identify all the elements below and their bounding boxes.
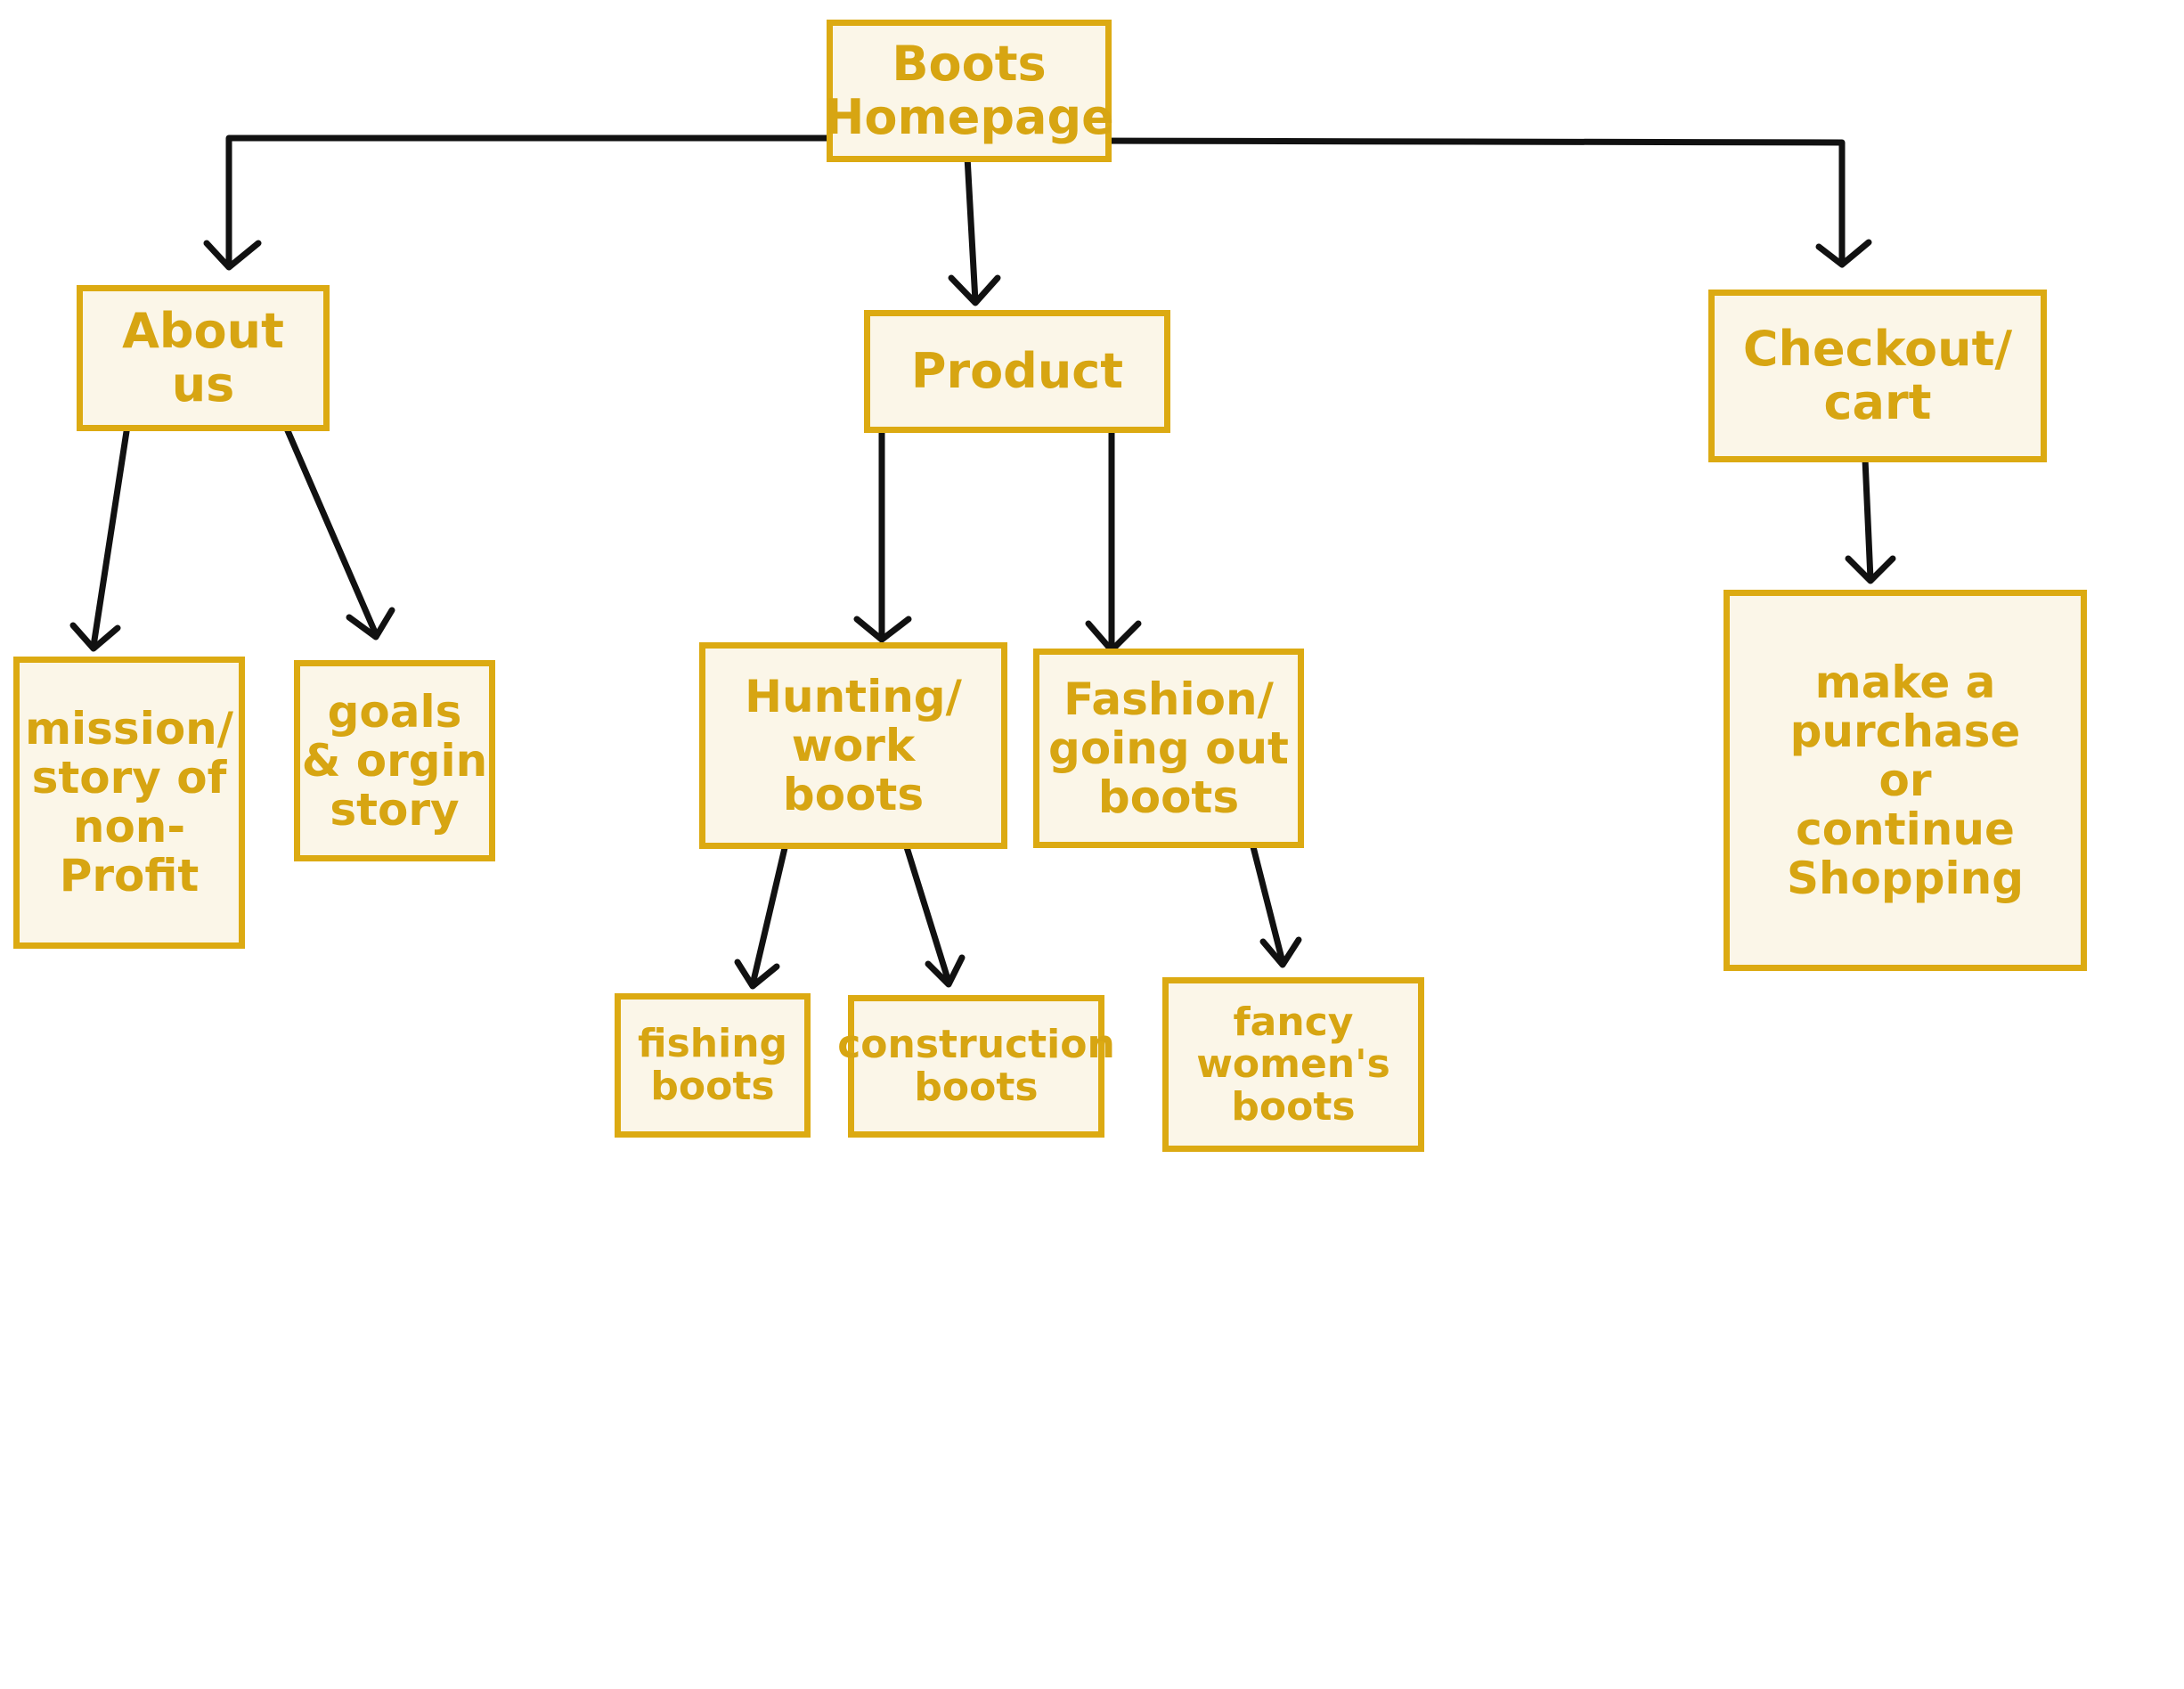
edge-checkout-purchase — [1845, 436, 1896, 584]
node-label-line: Product — [910, 342, 1124, 399]
node-label-line: story of — [31, 752, 227, 804]
edge-about-mission — [69, 411, 133, 652]
node-label-line: About — [122, 302, 284, 359]
edge-hunting-fishing — [734, 829, 792, 990]
node-label-line: goals — [327, 685, 462, 738]
node-label-line: boots — [650, 1064, 775, 1109]
edge-product-fashion — [1085, 413, 1142, 654]
node-make-purchase: make a purchase or continue Shopping — [1724, 590, 2087, 971]
node-fishing-boots: fishing boots — [615, 993, 811, 1138]
node-product: Product — [864, 310, 1170, 433]
node-label-line: Hunting/ — [745, 670, 962, 722]
edge-homepage-product — [948, 137, 1001, 306]
edge-product-hunting — [853, 415, 912, 643]
node-checkout-cart: Checkout/ cart — [1708, 290, 2047, 462]
node-fancy-womens-boots: fancy women's boots — [1162, 977, 1424, 1152]
edge-hunting-construction — [899, 829, 966, 988]
node-boots-homepage: Boots Homepage — [824, 20, 1114, 162]
node-about-us: About us — [77, 285, 330, 431]
node-label-line: Homepage — [824, 89, 1114, 145]
node-label-line: boots — [782, 768, 925, 820]
node-label-line: Boots — [892, 35, 1047, 92]
edge-fashion-fancy — [1246, 829, 1302, 968]
edge-about-goals — [277, 411, 395, 641]
node-label-line: Profit — [59, 850, 200, 902]
edge-homepage-checkout — [1089, 137, 1872, 268]
node-mission-story: mission/ story of non- Profit — [13, 657, 245, 949]
node-label-line: construction — [837, 1022, 1115, 1068]
node-label-line: continue — [1796, 803, 2015, 855]
node-label-line: us — [171, 356, 235, 412]
edge-homepage-about — [203, 135, 850, 271]
node-label-line: cart — [1823, 374, 1932, 430]
node-label-line: Checkout/ — [1742, 320, 2013, 377]
node-label-line: non- — [72, 801, 186, 853]
node-label-line: or — [1878, 754, 1932, 806]
node-label-line: boots — [1097, 771, 1240, 823]
node-label-line: boots — [1231, 1083, 1356, 1130]
node-goals-origin-story: goals & orgin story — [294, 660, 495, 861]
node-label-line: Fashion/ — [1063, 673, 1274, 725]
node-label-line: boots — [914, 1065, 1039, 1110]
node-label-line: make a — [1814, 656, 1996, 708]
node-label-line: fancy — [1233, 999, 1354, 1045]
node-fashion-going-out-boots: Fashion/ going out boots — [1033, 649, 1304, 848]
node-label-line: mission/ — [24, 703, 234, 755]
node-label-line: going out — [1048, 722, 1289, 774]
node-label-line: Shopping — [1786, 852, 2025, 904]
node-hunting-work-boots: Hunting/ work boots — [699, 642, 1007, 849]
node-construction-boots: construction boots — [837, 995, 1115, 1138]
node-label-line: & orgin — [301, 734, 488, 787]
node-label-line: women's — [1196, 1041, 1390, 1088]
node-label-line: fishing — [637, 1021, 788, 1067]
node-label-line: purchase — [1789, 705, 2021, 757]
node-label-line: story — [330, 783, 460, 836]
node-label-line: work — [791, 719, 916, 771]
